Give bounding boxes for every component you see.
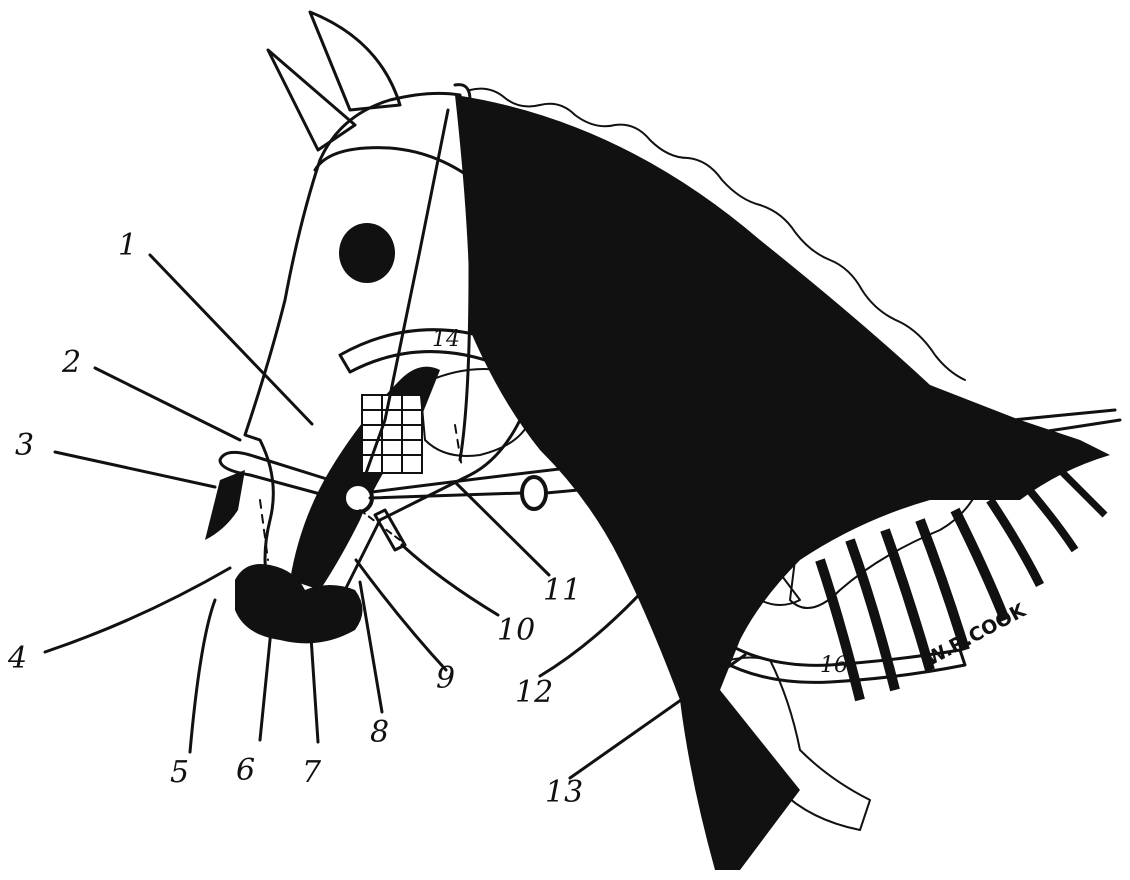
callout-7: 7 [302,755,322,790]
callout-2: 2 [61,345,81,380]
callout-13: 13 [545,775,583,810]
callout-4: 4 [7,641,27,676]
leader-3 [55,452,215,487]
leader-10 [402,545,498,615]
callout-12: 12 [515,675,553,710]
callout-3: 3 [15,428,34,463]
leader-2 [95,368,240,440]
leader-5 [190,600,215,752]
bit-ring [344,484,372,512]
leader-4 [45,568,230,652]
rein-buckle [522,477,546,509]
neck-dark-mass [455,95,1110,870]
leader-6 [260,620,272,740]
inner-label-16: 16 [820,653,848,678]
eye [339,223,395,283]
ear-right [310,12,400,110]
inner-label-14: 14 [432,327,460,352]
leader-8 [360,582,382,712]
ear-left [268,50,355,150]
callout-1: 1 [118,228,137,263]
browband [315,148,480,185]
artist-signature: W.R.COOK [922,599,1030,671]
callout-5: 5 [170,755,189,790]
inner-label-15: 15 [518,355,546,380]
callout-8: 8 [370,715,389,750]
lip-strap [375,510,405,550]
callout-10: 10 [497,613,535,648]
callout-6: 6 [236,753,255,788]
nostril-tip [205,470,245,540]
callout-11: 11 [543,573,581,608]
leader-9 [356,560,446,670]
callout-9: 9 [436,661,455,696]
